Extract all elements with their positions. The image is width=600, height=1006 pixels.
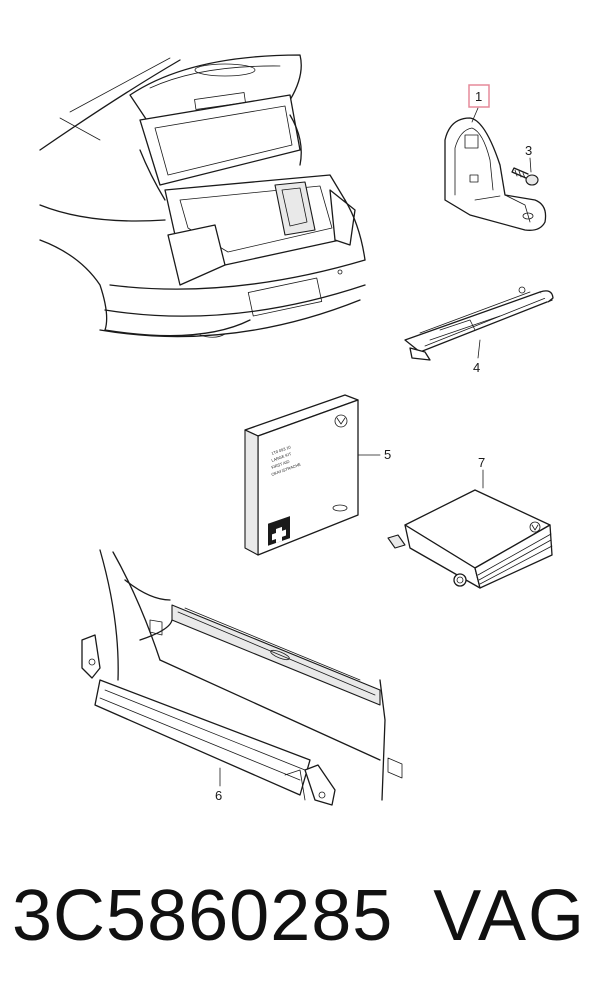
part-5-first-aid-kit: 1T0 093 10 LARGE KIT FIRST AID OKAY/STRA… [244, 394, 391, 556]
part-4-jack: 4 [404, 286, 554, 375]
brand-name: VAG [433, 876, 586, 956]
callout-7: 7 [478, 455, 485, 470]
callout-6: 6 [215, 788, 222, 803]
part-number: 3C5860285 [12, 876, 394, 956]
callout-4: 4 [473, 360, 480, 375]
callout-5: 5 [384, 447, 391, 462]
part-7-warning-triangle-case: 7 [387, 455, 553, 589]
footer: 3C5860285 VAG [0, 870, 600, 980]
car-rear-illustration [39, 54, 366, 338]
door-sill-trim [99, 549, 403, 801]
part-1-bracket: 1 [444, 84, 547, 231]
parts-diagram: 1 3 4 1T0 093 10 LARGE KIT FIRST AID OKA… [39, 54, 554, 806]
part-6-sill-cover: 6 [81, 634, 336, 806]
box-text-line-1: 1T0 093 10 [271, 444, 292, 456]
callout-1: 1 [475, 89, 482, 104]
part-1-highlight-box [468, 84, 490, 108]
box-text-line-3: FIRST AID [271, 459, 291, 470]
callout-3: 3 [525, 143, 532, 158]
part-3-screw: 3 [511, 143, 539, 186]
